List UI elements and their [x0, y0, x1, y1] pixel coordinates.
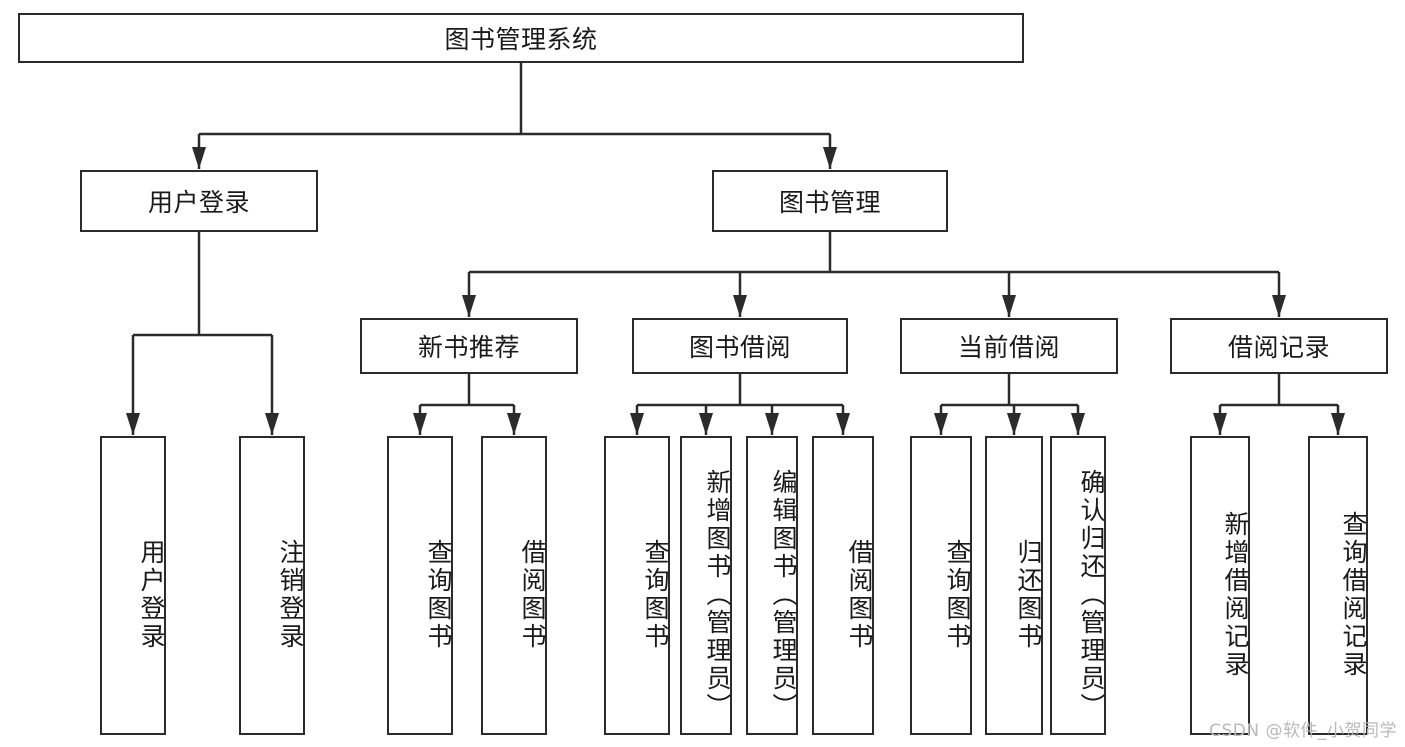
leaf-logout-label: 注销登录 — [276, 538, 305, 651]
node-book-borrow[interactable]: 图书借阅 — [632, 318, 848, 374]
leaf-query-book-borrow-label: 查询图书 — [641, 538, 670, 651]
node-new-book-recommendation-label: 新书推荐 — [417, 333, 520, 362]
leaf-borrow-book-recommend-label: 借阅图书 — [518, 538, 547, 651]
leaf-add-book-admin-label: 新增图书（管理员） — [703, 468, 732, 721]
node-root[interactable]: 图书管理系统 — [18, 13, 1024, 63]
node-current-borrow-label: 当前借阅 — [957, 333, 1060, 362]
leaf-query-book-current-label: 查询图书 — [943, 538, 972, 651]
node-new-book-recommendation[interactable]: 新书推荐 — [360, 318, 578, 374]
leaf-add-borrow-record[interactable]: 新增借阅记录 — [1190, 436, 1250, 735]
leaf-user-login-label: 用户登录 — [137, 538, 166, 651]
leaf-user-login[interactable]: 用户登录 — [100, 436, 166, 735]
node-borrow-record-label: 借阅记录 — [1227, 333, 1330, 362]
leaf-borrow-book-recommend[interactable]: 借阅图书 — [481, 436, 547, 735]
leaf-query-book-current[interactable]: 查询图书 — [910, 436, 972, 735]
node-user-login-label: 用户登录 — [147, 188, 250, 217]
node-book-borrow-label: 图书借阅 — [688, 333, 791, 362]
node-root-label: 图书管理系统 — [444, 25, 598, 54]
leaf-query-borrow-record[interactable]: 查询借阅记录 — [1308, 436, 1368, 735]
node-book-management[interactable]: 图书管理 — [712, 170, 948, 232]
leaf-add-book-admin[interactable]: 新增图书（管理员） — [680, 436, 732, 735]
node-book-management-label: 图书管理 — [778, 188, 881, 217]
leaf-edit-book-admin-label: 编辑图书（管理员） — [769, 468, 798, 721]
leaf-confirm-return-admin[interactable]: 确认归还（管理员） — [1050, 436, 1106, 735]
leaf-return-book-label: 归还图书 — [1014, 538, 1043, 651]
node-user-login[interactable]: 用户登录 — [80, 170, 318, 232]
node-borrow-record[interactable]: 借阅记录 — [1170, 318, 1388, 374]
leaf-logout[interactable]: 注销登录 — [239, 436, 305, 735]
leaf-confirm-return-admin-label: 确认归还（管理员） — [1077, 468, 1106, 721]
leaf-query-borrow-record-label: 查询借阅记录 — [1339, 510, 1368, 679]
leaf-query-book-recommend-label: 查询图书 — [424, 538, 453, 651]
node-current-borrow[interactable]: 当前借阅 — [900, 318, 1118, 374]
leaf-return-book[interactable]: 归还图书 — [985, 436, 1043, 735]
leaf-query-book-borrow[interactable]: 查询图书 — [604, 436, 670, 735]
leaf-borrow-book-borrow-label: 借阅图书 — [845, 538, 874, 651]
leaf-query-book-recommend[interactable]: 查询图书 — [387, 436, 453, 735]
leaf-edit-book-admin[interactable]: 编辑图书（管理员） — [746, 436, 798, 735]
leaf-add-borrow-record-label: 新增借阅记录 — [1221, 510, 1250, 679]
leaf-borrow-book-borrow[interactable]: 借阅图书 — [812, 436, 874, 735]
watermark: CSDN @软件_小贺同学 — [1209, 721, 1397, 741]
